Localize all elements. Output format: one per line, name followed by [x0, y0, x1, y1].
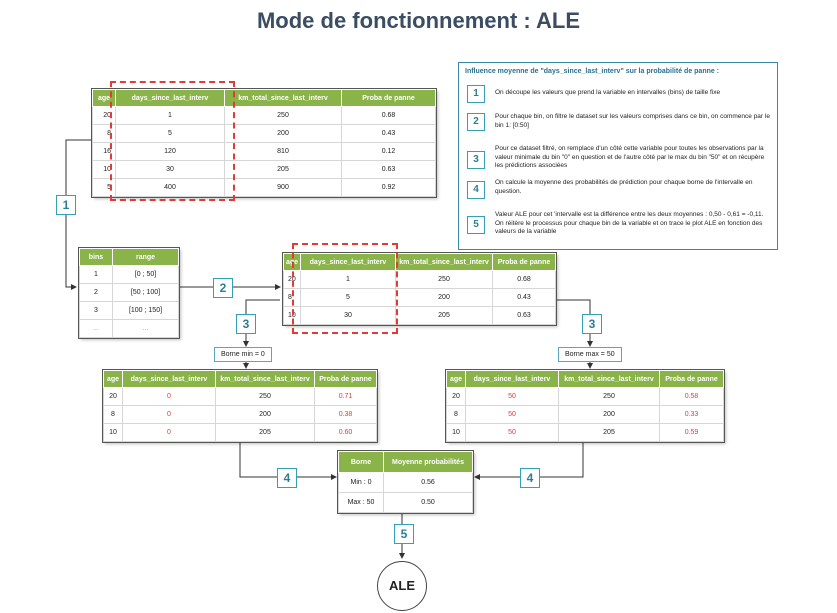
page-title: Mode de fonctionnement : ALE: [256, 8, 581, 33]
step-text: On calcule la moyenne des probabilités d…: [495, 179, 753, 195]
table-row: 2[50 ; 100]: [79, 283, 179, 302]
step-text: Pour ce dataset filtré, on remplace d'un…: [495, 145, 765, 169]
table-row: 1[0 ; 50]: [79, 265, 179, 284]
info-panel: Influence moyenne de "days_since_last_in…: [458, 62, 778, 250]
col-header-km: km_total_since_last_interv: [215, 370, 315, 388]
step-2-badge: 2: [213, 278, 233, 298]
col-header-days: days_since_last_interv: [300, 253, 396, 271]
col-header-proba: Proba de panne: [314, 370, 377, 388]
borne-min-label: Borne min = 0: [214, 347, 272, 362]
step-text: Valeur ALE pour cet 'intervalle est la d…: [495, 211, 764, 235]
bins-table: bins range 1[0 ; 50] 2[50 ; 100] 3[100 ;…: [79, 248, 179, 338]
step-text: Pour chaque bin, on filtre le dataset su…: [495, 113, 770, 129]
step-4-badge-right: 4: [520, 468, 540, 488]
step-text: On découpe les valeurs que prend la vari…: [495, 89, 721, 96]
max-table: age days_since_last_interv km_total_sinc…: [446, 370, 724, 442]
borne-max-label: Borne max = 50: [558, 347, 622, 362]
col-header-range: range: [112, 248, 179, 266]
info-title: Influence moyenne de "days_since_last_in…: [465, 68, 720, 75]
col-header-proba: Proba de panne: [492, 253, 556, 271]
highlight-days-column: [110, 81, 235, 201]
col-header-proba: Proba de panne: [341, 89, 436, 107]
step-number-badge: 3: [467, 151, 485, 169]
ale-result-node: ALE: [377, 561, 427, 611]
step-4-badge-left: 4: [277, 468, 297, 488]
col-header-km: km_total_since_last_interv: [558, 370, 660, 388]
highlight-days-column: [292, 243, 398, 334]
col-header-days: days_since_last_interv: [465, 370, 559, 388]
col-header-days: days_since_last_interv: [122, 370, 216, 388]
col-header-proba: Proba de panne: [659, 370, 724, 388]
col-header-km: km_total_since_last_interv: [224, 89, 342, 107]
min-table: age days_since_last_interv km_total_sinc…: [103, 370, 377, 442]
step-number-badge: 5: [467, 216, 485, 234]
col-header-bins: bins: [79, 248, 113, 266]
col-header-age: age: [446, 370, 466, 388]
main-data-table: age days_since_last_interv km_total_sinc…: [92, 89, 436, 197]
step-3-badge-right: 3: [582, 314, 602, 334]
table-row: 3[100 ; 150]: [79, 301, 179, 320]
col-header-moyenne: Moyenne probabilités: [383, 451, 473, 473]
col-header-age: age: [103, 370, 123, 388]
step-1-badge: 1: [56, 195, 76, 215]
table-row: ......: [79, 319, 179, 338]
step-number-badge: 4: [467, 181, 485, 199]
step-number-badge: 2: [467, 113, 485, 131]
step-5-badge: 5: [394, 524, 414, 544]
col-header-borne: Borne: [338, 451, 384, 473]
step-number-badge: 1: [467, 85, 485, 103]
filtered-table: age days_since_last_interv km_total_sinc…: [283, 253, 556, 325]
col-header-days: days_since_last_interv: [115, 89, 225, 107]
step-3-badge-left: 3: [236, 314, 256, 334]
col-header-km: km_total_since_last_interv: [395, 253, 493, 271]
